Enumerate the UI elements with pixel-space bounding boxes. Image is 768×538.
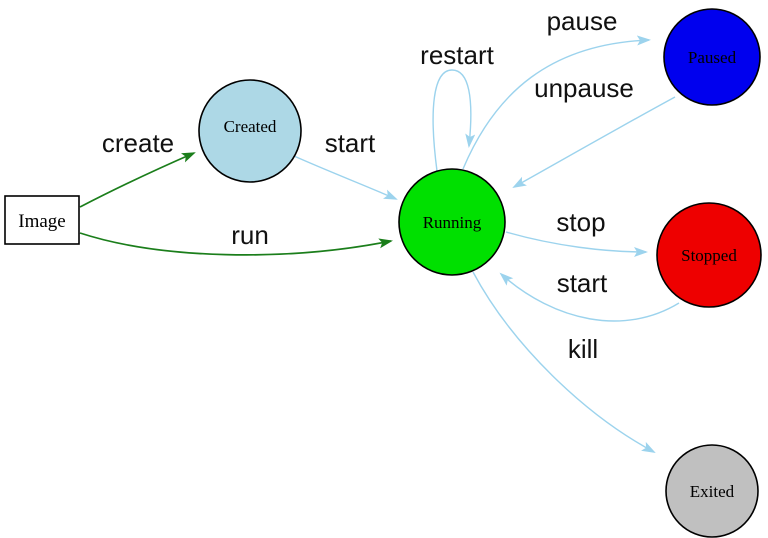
- edge-run-arrow: [79, 232, 393, 256]
- edge-stop-label: stop: [556, 207, 605, 237]
- edge-restart-label: restart: [420, 40, 494, 70]
- edge-kill-label: kill: [568, 334, 598, 364]
- edge-stop-arrow: [505, 231, 648, 257]
- exited-node-label: Exited: [690, 482, 735, 501]
- image-node-box: [4, 195, 80, 245]
- paused-node-label: Paused: [688, 48, 737, 67]
- created-node-circle: [198, 79, 302, 183]
- node-running: Running: [398, 168, 506, 276]
- edge-pause-label: pause: [547, 6, 618, 36]
- node-stopped: Stopped: [656, 202, 762, 308]
- edge-unpause-arrow: [512, 96, 676, 188]
- created-node-label: Created: [224, 117, 277, 136]
- edge-unpause-label: unpause: [534, 73, 634, 103]
- edge-create-label: create: [102, 128, 174, 158]
- node-created: Created: [198, 79, 302, 183]
- nodes-layer: Image Created Running Paused Stopped Exi: [4, 8, 762, 538]
- image-node-label: Image: [18, 211, 65, 232]
- exited-node-circle: [665, 444, 759, 538]
- edge-start-stopped-label: start: [557, 268, 608, 298]
- stopped-node-circle: [656, 202, 762, 308]
- paused-node-circle: [663, 8, 761, 106]
- node-image: Image: [4, 195, 80, 245]
- edges-layer: create run start restart pause unpause s…: [79, 6, 680, 453]
- edge-restart-selfloop-arrow: [432, 69, 476, 172]
- edge-kill-arrow: [472, 271, 656, 453]
- node-exited: Exited: [665, 444, 759, 538]
- stopped-node-label: Stopped: [681, 246, 737, 265]
- node-paused: Paused: [663, 8, 761, 106]
- edge-pause-arrow: [462, 35, 651, 170]
- edge-start-stopped-arrow: [499, 272, 680, 322]
- edge-create-arrow: [79, 152, 196, 208]
- running-node-circle: [398, 168, 506, 276]
- running-node-label: Running: [423, 213, 482, 232]
- edge-start-created-arrow: [293, 155, 398, 200]
- edge-start-created-label: start: [325, 128, 376, 158]
- edge-run-label: run: [231, 220, 269, 250]
